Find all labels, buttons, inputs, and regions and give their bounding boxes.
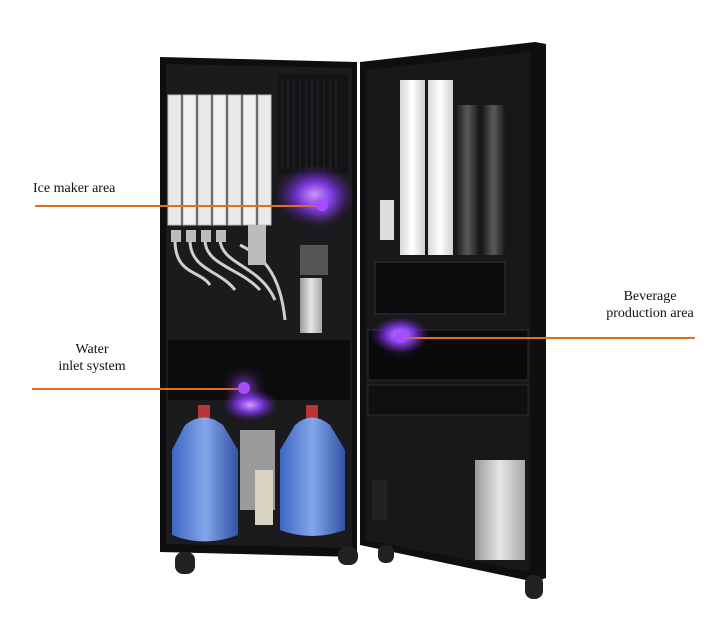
ice-maker-callout-line	[35, 205, 320, 207]
water-inlet-label: Water inlet system	[32, 341, 152, 375]
beverage-label-line1: Beverage	[623, 289, 677, 304]
ice-maker-marker	[316, 199, 328, 211]
water-jug-left	[172, 405, 238, 542]
beverage-label-line2: production area	[606, 306, 694, 321]
water-inlet-callout-line	[32, 388, 244, 390]
ingredient-canisters	[167, 94, 272, 226]
beverage-callout-line	[400, 337, 695, 339]
beverage-marker	[395, 331, 407, 343]
ice-maker-area-label: Ice maker area	[33, 181, 116, 196]
cup-stacks	[400, 80, 505, 255]
water-inlet-marker	[238, 382, 250, 394]
beverage-production-label: Beverage production area	[585, 288, 715, 322]
water-inlet-label-line2: inlet system	[58, 359, 126, 374]
water-jug-right	[280, 405, 345, 536]
water-inlet-label-line1: Water	[75, 342, 109, 357]
cabinet-body	[160, 57, 358, 574]
cabinet-door	[360, 42, 546, 599]
